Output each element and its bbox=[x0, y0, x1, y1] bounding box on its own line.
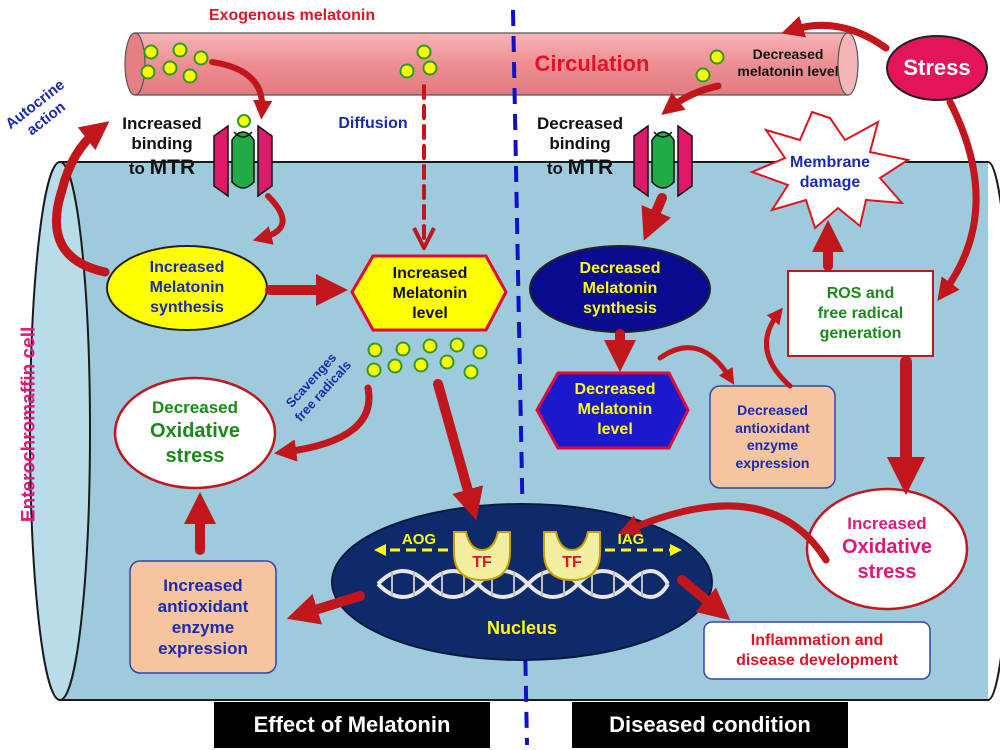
stress-label: Stress bbox=[903, 55, 971, 80]
increased-antioxidant-expression: Increased antioxidant enzyme expression bbox=[157, 575, 249, 659]
dec-oxidative-shape bbox=[113, 376, 277, 490]
inflammation-shape bbox=[703, 621, 931, 680]
dec-binding-line3: to bbox=[546, 158, 563, 178]
enterochromaffin-cell-label: Enterochromaffin cell bbox=[18, 326, 40, 523]
cell-left-cap bbox=[29, 161, 91, 701]
receptor-left bbox=[213, 124, 273, 198]
diffusion-label: Diffusion bbox=[338, 115, 408, 132]
decreased-binding-label: Decreased binding to MTR bbox=[520, 114, 640, 180]
tf-left-shape bbox=[453, 531, 511, 582]
dec-binding-line2: binding bbox=[549, 134, 611, 154]
nucleus-shape bbox=[331, 503, 713, 661]
inc-oxidative-line2: Oxidative bbox=[841, 535, 933, 558]
dec-oxidative-line2: Oxidative bbox=[149, 419, 241, 442]
inc-oxidative-line1: Increased bbox=[847, 514, 927, 534]
blood-vessel bbox=[135, 33, 848, 95]
receptor-right bbox=[633, 124, 693, 198]
aog-label: AOG bbox=[401, 531, 437, 548]
dec-level-shape bbox=[535, 371, 690, 450]
melatonin-particles bbox=[140, 42, 725, 533]
decreased-oxidative-stress: Decreased Oxidative stress bbox=[115, 385, 275, 481]
ros-box-shape bbox=[787, 270, 934, 357]
inc-binding-line2: binding bbox=[131, 134, 193, 154]
cell-body bbox=[60, 162, 988, 700]
dec-oxidative-line1: Decreased bbox=[151, 398, 238, 418]
vessel-right-cap bbox=[837, 32, 859, 96]
vessel-left-cap bbox=[124, 32, 146, 96]
circulation-label: Circulation bbox=[534, 51, 650, 76]
inc-binding-mtr: MTR bbox=[149, 155, 196, 179]
effect-of-melatonin-footer: Effect of Melatonin bbox=[253, 712, 451, 738]
membrane-damage-burst bbox=[749, 110, 911, 230]
decreased-melatonin-level: Decreased Melatonin level bbox=[574, 381, 656, 438]
dna-helix bbox=[376, 569, 670, 599]
dec-binding-line1: Decreased bbox=[536, 114, 623, 133]
increased-melatonin-synthesis: Increased Melatonin synthesis bbox=[149, 259, 225, 316]
ros-generation: ROS and free radical generation bbox=[817, 284, 904, 342]
diseased-footer-bar bbox=[572, 702, 848, 748]
tf-right-label: TF bbox=[562, 554, 582, 571]
inc-binding-line3: to bbox=[128, 158, 145, 178]
iag-label: IAG bbox=[617, 531, 645, 548]
inc-binding-line1: Increased bbox=[122, 114, 202, 133]
dec-binding-mtr: MTR bbox=[567, 155, 614, 179]
decreased-antioxidant-expression: Decreased antioxidant enzyme expression bbox=[735, 402, 810, 471]
membrane-damage-label: Membrane damage bbox=[789, 154, 871, 191]
inflammation-disease-development: Inflammation and disease development bbox=[736, 631, 898, 669]
decreased-melatonin-level-circ-label: Decreased melatonin level bbox=[737, 46, 839, 79]
diseased-condition-footer: Diseased condition bbox=[609, 712, 811, 738]
pathway-arrows bbox=[51, 15, 980, 625]
stress-node bbox=[886, 35, 988, 101]
tf-right-shape bbox=[543, 531, 601, 582]
inc-antioxidant-shape bbox=[129, 560, 277, 674]
cell-right-cap bbox=[987, 161, 1000, 701]
exogenous-melatonin-label: Exogenous melatonin bbox=[208, 7, 376, 24]
increased-binding-label: Increased binding to MTR bbox=[102, 114, 222, 180]
dec-antioxidant-shape bbox=[709, 385, 836, 489]
inc-oxidative-line3: stress bbox=[857, 560, 917, 583]
decreased-melatonin-synthesis: Decreased Melatonin synthesis bbox=[579, 260, 661, 317]
dec-oxidative-line3: stress bbox=[165, 444, 225, 467]
tf-left-label: TF bbox=[472, 554, 492, 571]
increased-melatonin-level: Increased Melatonin level bbox=[392, 265, 468, 322]
effect-footer-bar bbox=[214, 702, 490, 748]
nucleus-label: Nucleus bbox=[486, 618, 558, 638]
inc-level-shape bbox=[350, 254, 508, 332]
increased-oxidative-stress: Increased Oxidative stress bbox=[807, 497, 967, 601]
